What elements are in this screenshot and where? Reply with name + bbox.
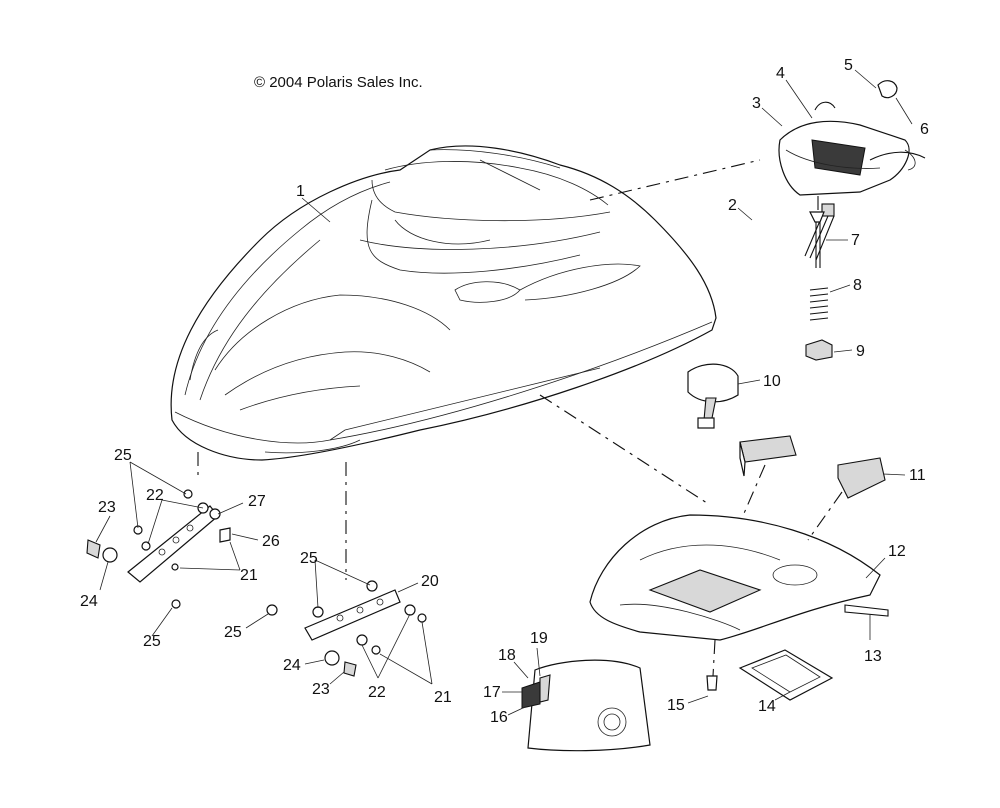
vent-hardware [804,203,835,361]
callout-24-right: 24 [283,657,301,674]
mat [738,649,834,701]
callout-4: 4 [776,65,785,82]
leader-lines [95,69,913,716]
callout-25-right: 25 [224,624,242,641]
callout-5: 5 [844,57,853,74]
callout-10: 10 [763,373,781,390]
callout-2: 2 [728,197,737,214]
callout-15: 15 [667,697,685,714]
callout-23-right: 23 [312,681,330,698]
mirror [687,363,739,429]
callout-17: 17 [483,684,501,701]
callout-14: 14 [758,698,776,715]
callout-16: 16 [490,709,508,726]
callout-23-left: 23 [98,499,116,516]
callout-21-left: 21 [240,567,258,584]
callout-1: 1 [296,183,305,200]
callout-25-lower: 25 [143,633,161,650]
callout-9: 9 [856,343,865,360]
rivet [706,675,718,691]
callout-8: 8 [853,277,862,294]
console [521,659,651,752]
callout-22-right: 22 [368,684,386,701]
hood [170,145,717,461]
callout-13: 13 [864,648,882,665]
callout-12: 12 [888,543,906,560]
callout-7: 7 [851,232,860,249]
callout-20: 20 [421,573,439,590]
callout-19: 19 [530,630,548,647]
belly-pan [589,514,889,641]
callout-18: 18 [498,647,516,664]
left-bracket [86,489,231,609]
callout-labels: 1 2 3 4 5 6 7 8 9 10 11 12 13 14 15 16 1… [80,57,929,726]
callout-21-right: 21 [434,689,452,706]
callout-27: 27 [248,493,266,510]
callout-25-top: 25 [114,447,132,464]
callout-22-left: 22 [146,487,164,504]
callout-3: 3 [752,95,761,112]
copyright-notice: © 2004 Polaris Sales Inc. [254,74,423,91]
assembly-lines [197,159,843,677]
callout-11: 11 [909,467,926,484]
callout-24-left: 24 [80,593,98,610]
foam-blocks [739,435,886,499]
callout-26: 26 [262,533,280,550]
windshield [778,80,926,196]
callout-6: 6 [920,121,929,138]
callout-25-mid: 25 [300,550,318,567]
